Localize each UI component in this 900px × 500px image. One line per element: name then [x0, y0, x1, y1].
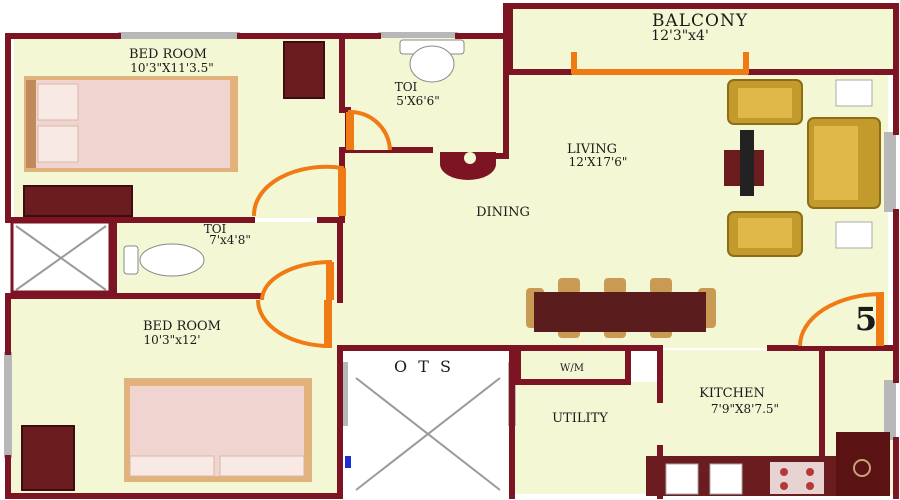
bed-2 [124, 378, 312, 482]
label-bedroom-2-size: 10'3"x12' [143, 333, 200, 347]
label-kitchen-name: KITCHEN [699, 386, 765, 401]
floor-ots [344, 350, 512, 494]
labels: BALCONY 12'3"x4' BED ROOM 10'3"X11'3.5" … [129, 11, 877, 426]
label-balcony-size: 12'3"x4' [651, 28, 709, 44]
balcony-opening [571, 52, 749, 75]
side-lamp-top [835, 79, 873, 107]
window-living-right [884, 132, 896, 212]
label-ots-name: O T S [394, 357, 454, 376]
wardrobe-bedroom-1-top [283, 41, 325, 99]
door-main-entry [798, 291, 884, 347]
marker-blue [345, 456, 351, 468]
wash-basin-1 [440, 152, 496, 180]
ots-shaft [355, 377, 501, 491]
side-lamp-bottom [835, 221, 873, 249]
kitchen-counter [646, 432, 890, 496]
label-wm-name: W/M [560, 363, 584, 374]
window-ots-left [340, 362, 348, 426]
window-kitchen-right [884, 380, 896, 440]
bed-1 [24, 76, 238, 172]
window-toilet-1-top [378, 32, 458, 38]
label-living-name: LIVING [567, 142, 617, 157]
doors [251, 109, 884, 349]
label-toilet-1-size: 5'X6'6" [396, 94, 440, 108]
label-bedroom-1-name: BED ROOM [129, 47, 207, 62]
label-balcony-name: BALCONY [652, 11, 748, 31]
side-table-bedroom-1 [23, 185, 133, 217]
label-kitchen-size: 7'9"X8'7.5" [711, 402, 779, 416]
wardrobe-bedroom-2 [21, 425, 75, 491]
sofa-set [724, 79, 881, 257]
toilet-2-fixture [123, 243, 205, 277]
dining-table [534, 292, 706, 332]
wall-outer-top-right [455, 3, 899, 135]
dining-set [526, 278, 716, 338]
hob [770, 462, 824, 494]
label-toilet-2-size: 7'x4'8" [209, 233, 251, 247]
door-bedroom-2 [256, 299, 332, 349]
label-toilet-1-name: TOI [395, 80, 418, 94]
wall-wm [515, 349, 631, 385]
label-bedroom-1-size: 10'3"X11'3.5" [130, 61, 213, 75]
window-bedroom-1-top [118, 32, 240, 39]
label-dining-name: DINING [476, 205, 530, 220]
label-toilet-2-name: TOI [204, 222, 227, 236]
toilet-1-fixture [399, 39, 465, 83]
floor-utility [510, 382, 660, 494]
door-bedroom-1 [251, 164, 344, 217]
label-bedroom-2-name: BED ROOM [143, 319, 221, 334]
door-toilet-2 [260, 259, 332, 301]
label-utility-name: UTILITY [552, 411, 608, 426]
label-living-size: 12'X17'6" [569, 155, 628, 169]
floor-wm [518, 350, 628, 382]
window-bedroom-2-left [4, 352, 12, 458]
unit-number: 5 [855, 300, 877, 338]
tv-unit [740, 130, 754, 196]
duct-shaft [10, 220, 112, 294]
